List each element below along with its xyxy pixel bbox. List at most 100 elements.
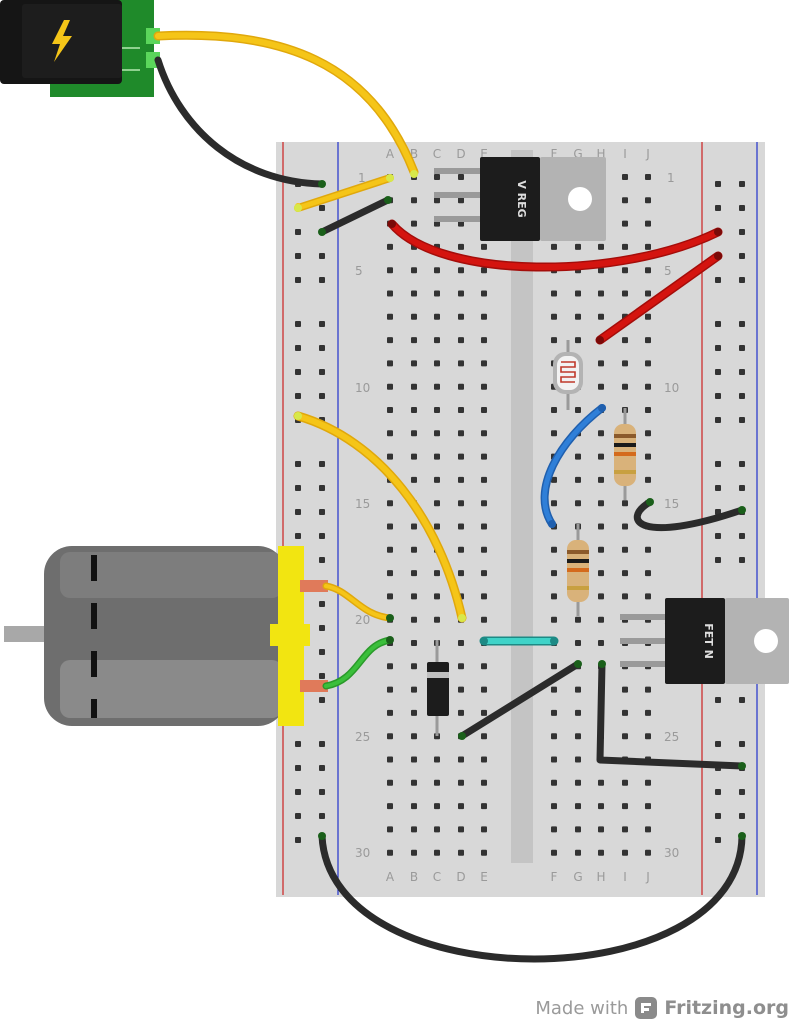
breadboard-hole (551, 313, 557, 320)
breadboard-hole (295, 369, 301, 375)
breadboard-hole (295, 321, 301, 327)
breadboard-hole (458, 803, 464, 810)
breadboard-hole (458, 220, 464, 227)
breadboard-hole (551, 570, 557, 577)
breadboard-hole (319, 345, 325, 351)
breadboard-hole (598, 826, 604, 833)
breadboard-hole (622, 383, 628, 390)
breadboard-hole (411, 640, 417, 646)
breadboard-hole (622, 686, 628, 693)
breadboard-hole (434, 267, 440, 274)
breadboard-hole (551, 593, 557, 600)
breadboard-hole (434, 383, 440, 390)
fritzing-brand-text: Fritzing.org (664, 997, 789, 1019)
breadboard-hole (551, 849, 557, 856)
breadboard-hole (551, 430, 557, 437)
breadboard-hole (645, 313, 651, 320)
breadboard-hole (411, 360, 417, 367)
breadboard-hole (295, 485, 301, 491)
breadboard-hole (715, 813, 721, 819)
breadboard-hole (715, 321, 721, 327)
breadboard-hole (622, 849, 628, 856)
breadboard-hole (458, 360, 464, 367)
breadboard-hole (551, 779, 557, 786)
breadboard-hole (575, 756, 581, 763)
breadboard-hole (295, 789, 301, 795)
breadboard-hole (387, 663, 393, 670)
breadboard-hole (387, 686, 393, 693)
breadboard-hole (551, 243, 557, 250)
breadboard-hole (739, 461, 745, 467)
breadboard-hole (387, 360, 393, 367)
col-label-b: B (410, 147, 418, 161)
breadboard-hole (434, 570, 440, 577)
breadboard-hole (598, 546, 604, 553)
breadboard-hole (551, 290, 557, 297)
breadboard-hole (575, 803, 581, 810)
breadboard-hole (458, 313, 464, 320)
breadboard-hole (551, 686, 557, 693)
col-label-h: H (596, 147, 605, 161)
wire-black-diode (458, 660, 582, 740)
breadboard-hole (622, 570, 628, 577)
breadboard-hole (319, 789, 325, 795)
breadboard-hole (622, 733, 628, 740)
breadboard-hole (434, 174, 440, 180)
breadboard-hole (575, 826, 581, 833)
breadboard-hole (645, 290, 651, 297)
diode (427, 640, 449, 736)
breadboard-hole (481, 453, 487, 460)
breadboard-hole (319, 533, 325, 539)
breadboard-hole (598, 313, 604, 320)
row-label-20: 20 (355, 613, 370, 627)
breadboard-hole (622, 290, 628, 297)
breadboard-hole (575, 686, 581, 693)
row-label-1: 1 (667, 171, 675, 185)
breadboard-hole (411, 383, 417, 390)
breadboard-hole (434, 826, 440, 833)
breadboard-hole (622, 779, 628, 786)
breadboard-hole (715, 557, 721, 563)
breadboard-hole (411, 593, 417, 600)
breadboard-hole (739, 557, 745, 563)
breadboard-hole (295, 229, 301, 235)
photocell-icon (560, 361, 576, 383)
row-label-30: 30 (355, 846, 370, 860)
breadboard-hole (575, 407, 581, 413)
breadboard-hole (319, 649, 325, 655)
breadboard-hole (622, 709, 628, 716)
breadboard-hole (411, 733, 417, 740)
breadboard-hole (319, 369, 325, 375)
breadboard-hole (387, 243, 393, 250)
breadboard-hole (411, 290, 417, 297)
breadboard-hole (645, 337, 651, 344)
breadboard-hole (434, 500, 440, 507)
breadboard-hole (458, 756, 464, 763)
breadboard-hole (622, 500, 628, 507)
breadboard-hole (739, 741, 745, 747)
breadboard-hole (387, 779, 393, 786)
wire-ends (294, 170, 746, 840)
breadboard-hole (645, 476, 651, 483)
fritzing-watermark: Made with Fritzing.org (535, 996, 789, 1020)
breadboard-hole (387, 733, 393, 740)
wires (153, 30, 746, 963)
breadboard-hole (481, 290, 487, 297)
breadboard-hole (715, 509, 721, 515)
breadboard-hole (434, 523, 440, 530)
breadboard-hole (458, 826, 464, 833)
breadboard-hole (319, 277, 325, 283)
breadboard-hole (481, 849, 487, 856)
breadboard-hole (551, 709, 557, 716)
breadboard-hole (598, 593, 604, 600)
breadboard-hole (458, 337, 464, 344)
resistor-bottom (567, 524, 589, 616)
breadboard-hole (319, 813, 325, 819)
breadboard-hole (622, 337, 628, 344)
breadboard-hole (739, 345, 745, 351)
breadboard-hole (739, 789, 745, 795)
breadboard-hole (319, 697, 325, 703)
breadboard-hole (622, 360, 628, 367)
breadboard-hole (598, 803, 604, 810)
